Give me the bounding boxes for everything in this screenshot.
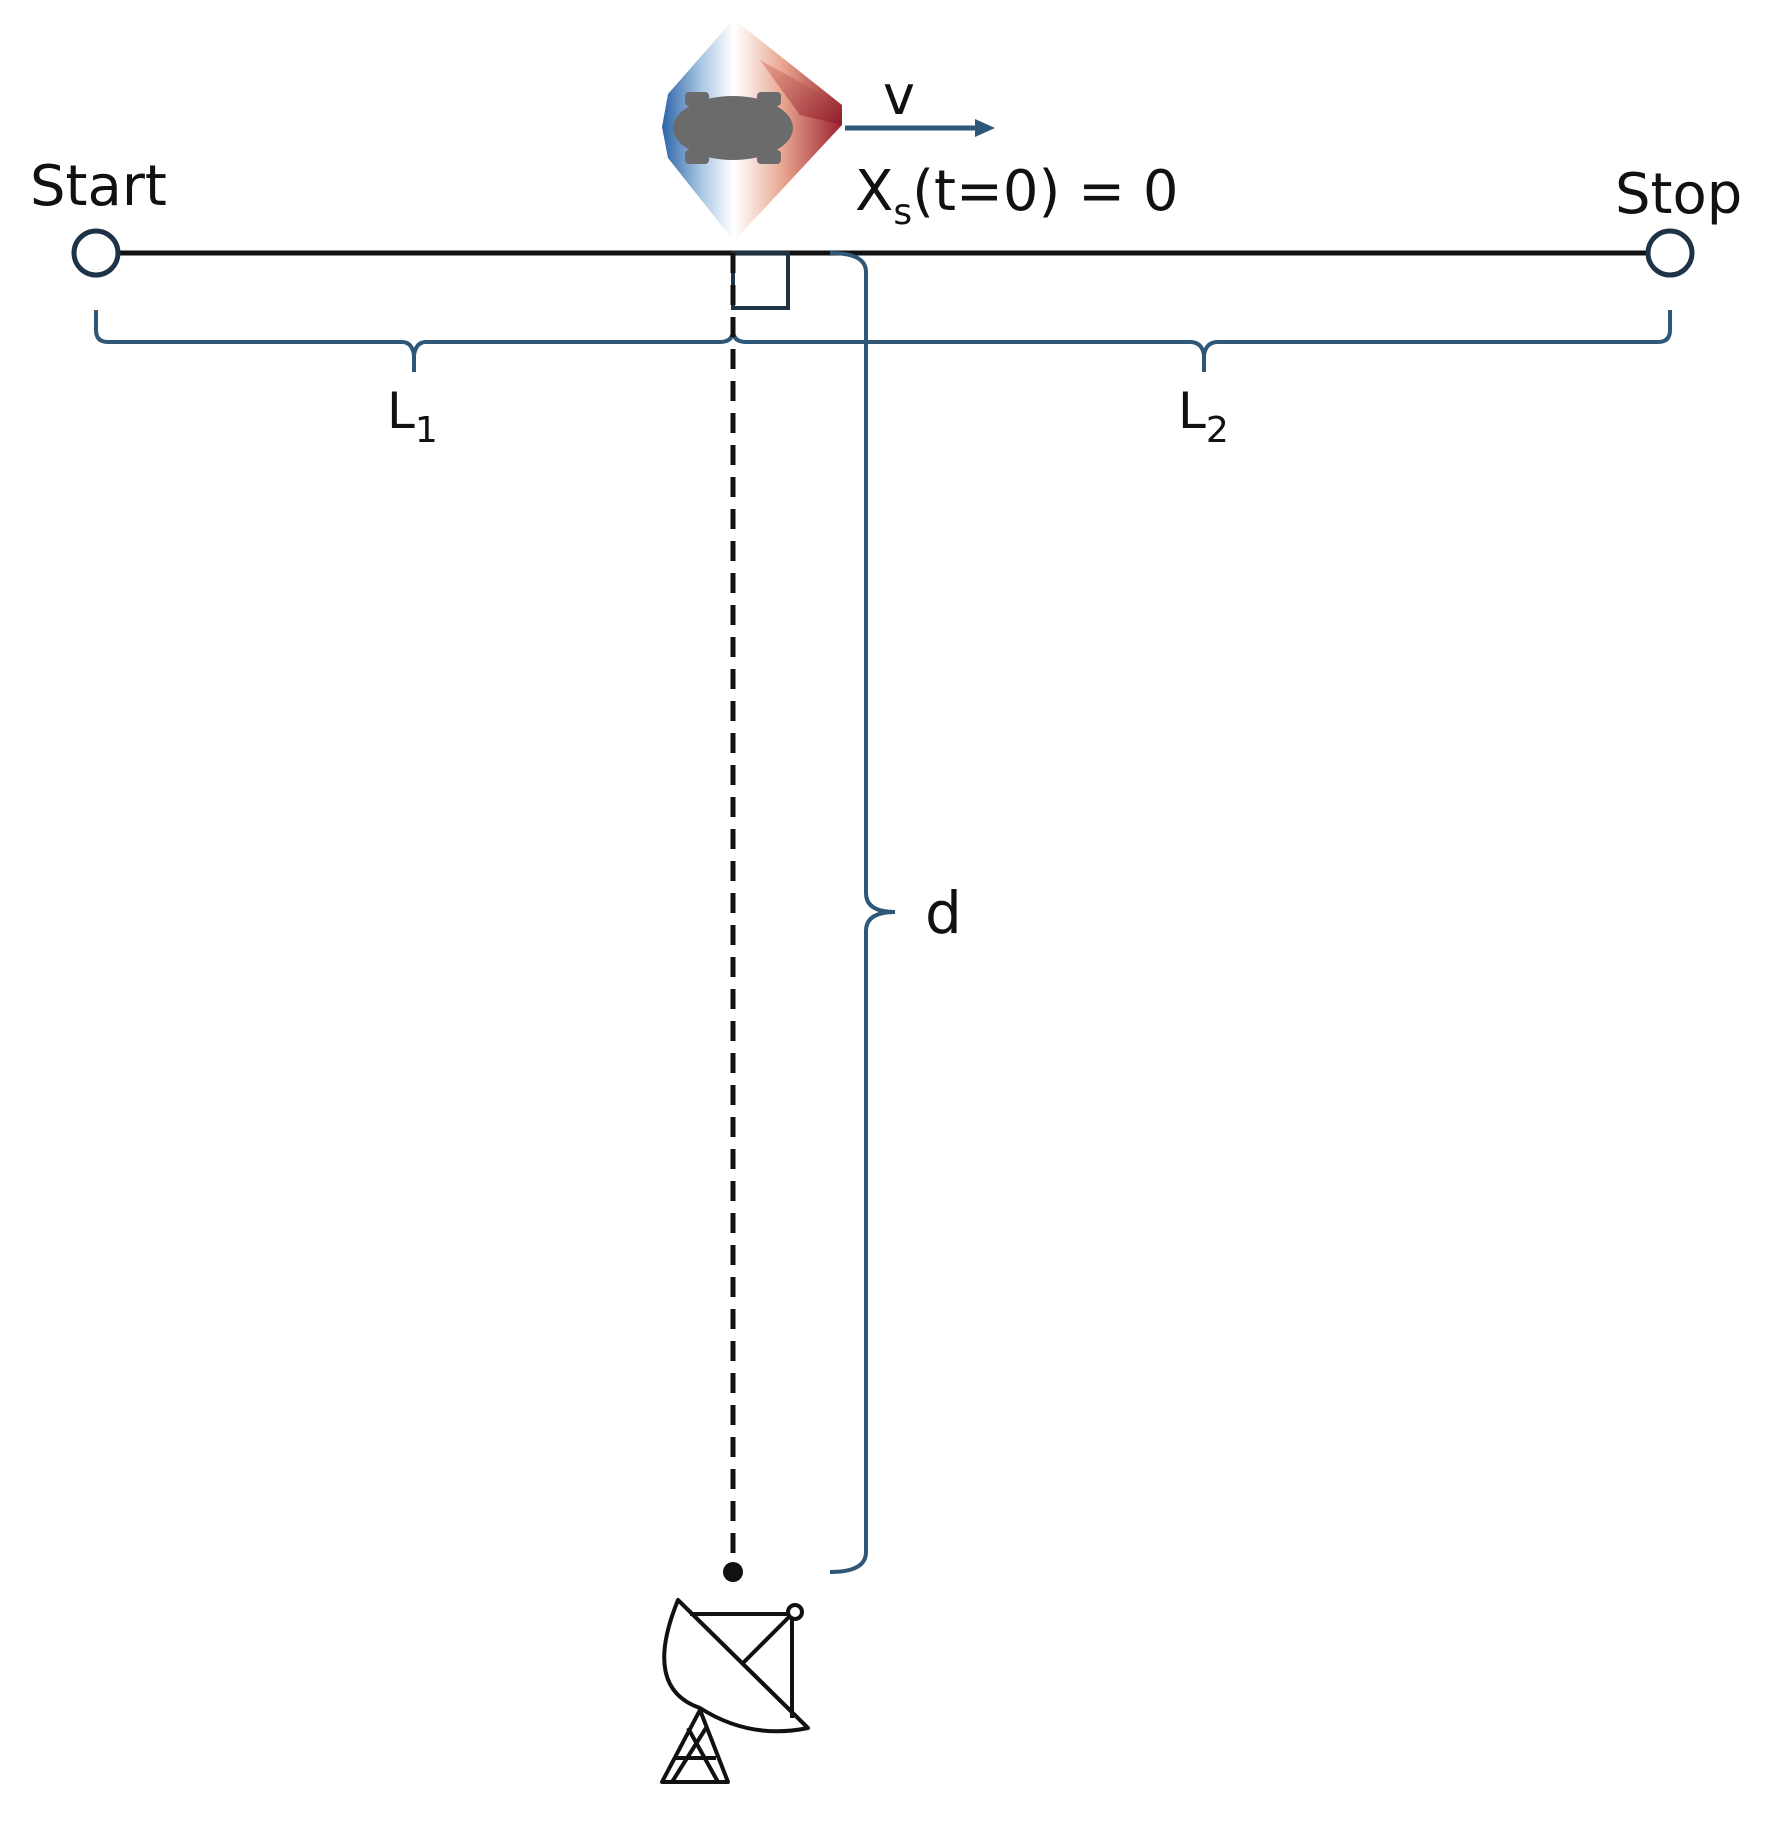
velocity-arrow [845,119,995,137]
receiver-point [723,1562,743,1582]
start-point [71,228,121,278]
satellite-dish-icon [660,1598,810,1784]
initial-position-label: Xs(t=0) = 0 [855,159,1179,233]
l2-label: L2 [1178,382,1229,451]
start-label: Start [30,154,167,219]
stop-point [1645,228,1695,278]
l1-label: L1 [387,382,438,451]
distance-label: d [925,879,962,947]
velocity-label: v [883,64,915,127]
length-bracket [94,310,1672,372]
stop-label: Stop [1615,162,1742,227]
right-angle-marker [731,251,790,310]
vehicle-with-field-icon [662,20,842,240]
distance-bracket [829,251,896,1574]
